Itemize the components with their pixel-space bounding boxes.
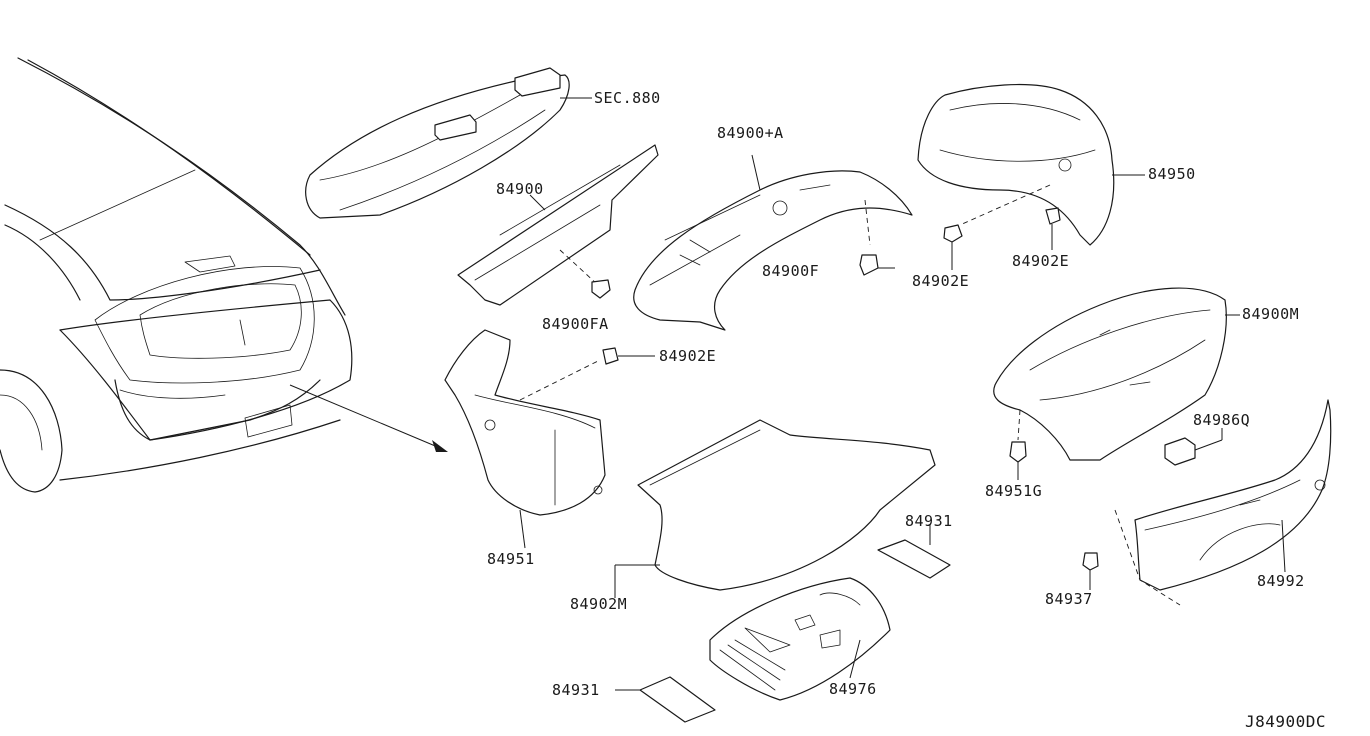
finisher-84992-part [1082, 399, 1332, 606]
callout-84900m: 84900M [1242, 305, 1300, 323]
mat-84902m-part [614, 419, 936, 598]
trim-84951-part [444, 329, 655, 549]
sec880-part [305, 67, 592, 219]
callout-84900f: 84900F [762, 262, 820, 280]
callout-84902e-upper-left: 84902E [912, 272, 970, 290]
clip-84986q-part [1164, 428, 1223, 466]
callout-84902e-upper-right: 84902E [1012, 252, 1070, 270]
callout-84902e-middle: 84902E [659, 347, 717, 365]
callout-84900fa: 84900FA [542, 315, 609, 333]
callout-84992: 84992 [1257, 572, 1305, 590]
trim-84900m-part [993, 287, 1240, 480]
diagram-code: J84900DC [1245, 712, 1327, 731]
callout-84937: 84937 [1045, 590, 1093, 608]
callout-84986q: 84986Q [1193, 411, 1251, 429]
callout-sec880: SEC.880 [594, 89, 661, 107]
liner-84950-part [917, 83, 1145, 270]
callout-84976: 84976 [829, 680, 877, 698]
finisher-84900a-part [633, 154, 913, 331]
board-84976-part [709, 577, 891, 701]
pad-84931-upper-part [877, 525, 951, 579]
trim-84900-part [457, 144, 659, 306]
pad-84931-lower-part [615, 676, 716, 723]
callout-84931-upper: 84931 [905, 512, 953, 530]
callout-84900: 84900 [496, 180, 544, 198]
callout-84902m: 84902M [570, 595, 628, 613]
callout-84900a: 84900+A [717, 124, 784, 142]
callout-84931-lower: 84931 [552, 681, 600, 699]
callout-84951g: 84951G [985, 482, 1043, 500]
vehicle-rear-illustration [0, 57, 448, 493]
callout-84951: 84951 [487, 550, 535, 568]
callout-84950: 84950 [1148, 165, 1196, 183]
